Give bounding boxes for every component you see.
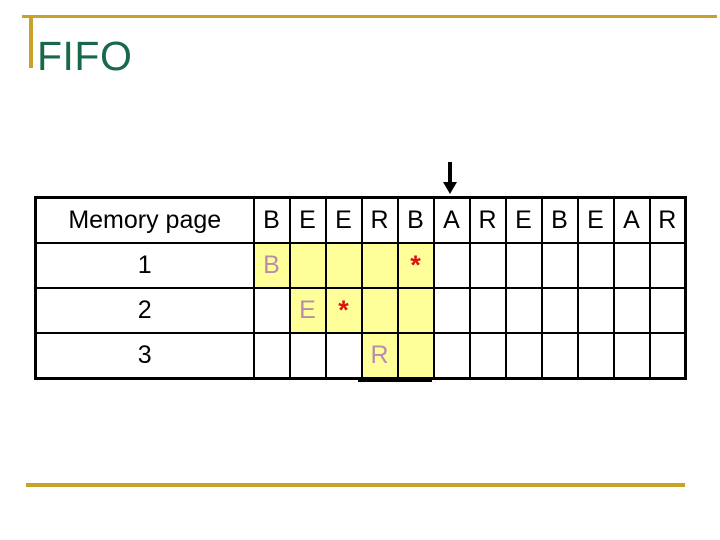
top-border-line xyxy=(22,15,717,18)
frame-cell xyxy=(540,242,579,289)
frame-cell xyxy=(468,287,507,334)
frame-cell xyxy=(504,242,543,289)
frame-cell: * xyxy=(324,287,363,334)
frame-cell xyxy=(288,242,327,289)
frame-cell: R xyxy=(360,332,399,380)
reference-header-cell: E xyxy=(504,196,543,244)
frame-cell xyxy=(396,332,435,380)
frame-cell xyxy=(648,242,687,289)
frame-cell xyxy=(612,332,651,380)
frame-cell xyxy=(252,332,291,380)
frame-cell xyxy=(432,287,471,334)
reference-header-cell: R xyxy=(360,196,399,244)
frame-number-cell: 1 xyxy=(34,242,255,289)
frame-cell xyxy=(612,242,651,289)
memory-page-header: Memory page xyxy=(34,196,255,244)
frame-cell xyxy=(396,287,435,334)
frame-cell xyxy=(252,287,291,334)
reference-header-cell: E xyxy=(324,196,363,244)
frame-cell xyxy=(324,332,363,380)
reference-header-cell: A xyxy=(612,196,651,244)
frame-cell: B xyxy=(252,242,291,289)
frame-number-cell: 2 xyxy=(34,287,255,334)
frame-cell: * xyxy=(396,242,435,289)
reference-header-cell: R xyxy=(648,196,687,244)
slide-title: FIFO xyxy=(37,33,133,79)
reference-header-cell: A xyxy=(432,196,471,244)
frame-cell xyxy=(576,287,615,334)
frame-number-cell: 3 xyxy=(34,332,255,380)
frame-cell: E xyxy=(288,287,327,334)
reference-header-cell: E xyxy=(288,196,327,244)
frame-cell xyxy=(576,332,615,380)
frame-cell xyxy=(324,242,363,289)
frame-cell xyxy=(504,332,543,380)
frame-cell xyxy=(648,287,687,334)
reference-header-cell: B xyxy=(540,196,579,244)
frame-cell xyxy=(360,287,399,334)
footer-line xyxy=(26,483,685,487)
frame-cell xyxy=(648,332,687,380)
frame-cell xyxy=(432,242,471,289)
frame-cell xyxy=(540,287,579,334)
reference-header-cell: E xyxy=(576,196,615,244)
reference-header-cell: B xyxy=(252,196,291,244)
frame-cell xyxy=(576,242,615,289)
frame-cell xyxy=(360,242,399,289)
frame-cell xyxy=(288,332,327,380)
reference-header-cell: R xyxy=(468,196,507,244)
reference-header-cell: B xyxy=(396,196,435,244)
title-accent-line xyxy=(29,15,33,68)
frame-cell xyxy=(612,287,651,334)
frame-cell xyxy=(468,332,507,380)
frame-cell xyxy=(432,332,471,380)
down-arrow-icon xyxy=(443,162,457,194)
frame-cell xyxy=(468,242,507,289)
frame-cell xyxy=(504,287,543,334)
frame-cell xyxy=(540,332,579,380)
